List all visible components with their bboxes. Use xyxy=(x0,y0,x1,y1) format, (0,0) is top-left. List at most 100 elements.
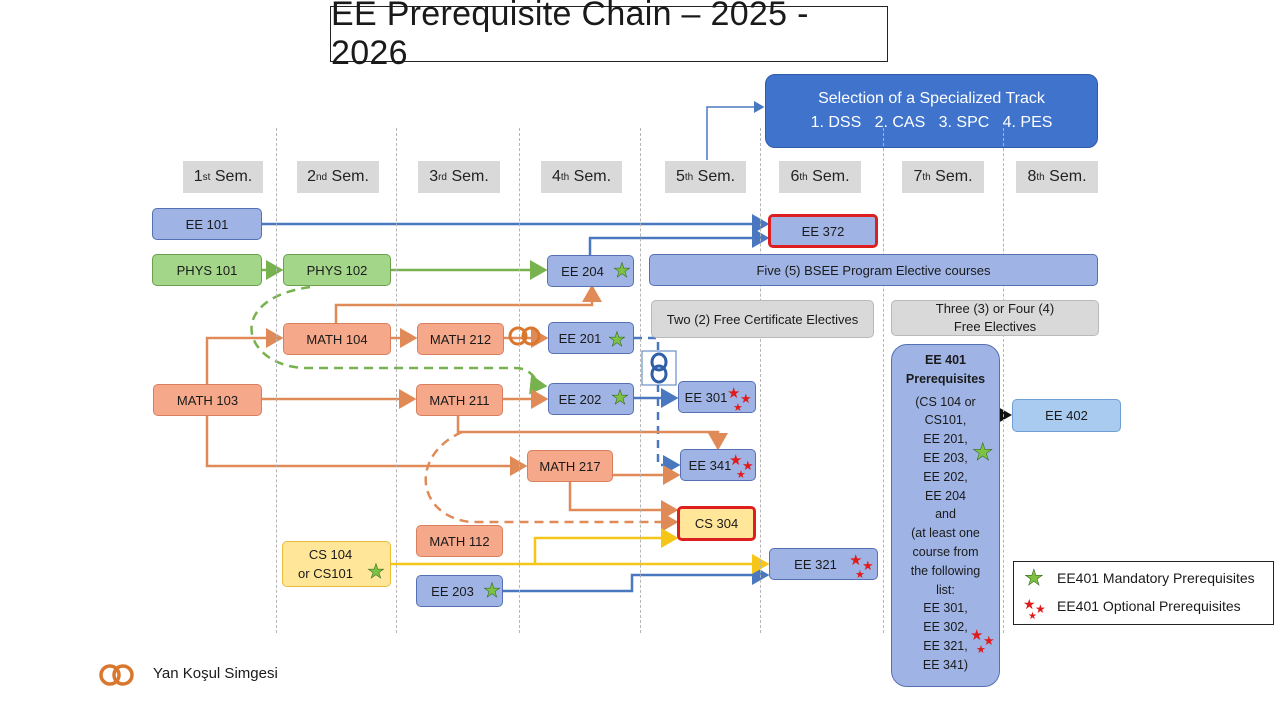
edge-phys102-ee202-dashed xyxy=(250,285,548,395)
free-electives-line2: Free Electives xyxy=(953,319,1037,334)
ee203-label: EE 203 xyxy=(431,583,474,599)
green-star-icon: ★ xyxy=(608,329,626,351)
red-star-icon: ★ xyxy=(1023,596,1036,612)
legend-mandatory-label: EE401 Mandatory Prerequisites xyxy=(1057,570,1255,586)
ee401-line: CS101, xyxy=(924,413,967,428)
red-star-icon: ★ xyxy=(736,469,746,481)
red-star-icon: ★ xyxy=(862,558,874,573)
ee201-label: EE 201 xyxy=(558,330,602,346)
specialized-track-box: Selection of a Specialized Track 1. DSS … xyxy=(765,74,1098,148)
semester-divider xyxy=(276,128,277,633)
edge-math211-ee341 xyxy=(456,416,728,451)
course-ee202[interactable]: EE 202 ★ xyxy=(548,383,634,415)
course-phys101[interactable]: PHYS 101 xyxy=(152,254,262,286)
ee401-line: EE 202, xyxy=(923,469,968,484)
red-star-icon: ★ xyxy=(729,452,743,469)
red-star-icon: ★ xyxy=(727,385,741,402)
ee401-line: EE 301, xyxy=(923,601,968,616)
ee321-label: EE 321 xyxy=(794,556,837,572)
track-options: 1. DSS 2. CAS 3. SPC 4. PES xyxy=(810,114,1053,131)
edge-ee203-ee321 xyxy=(503,565,770,593)
edge-math103-math217 xyxy=(205,416,528,476)
ee401-heading-1: EE 401 xyxy=(924,353,966,367)
red-star-icon: ★ xyxy=(849,552,863,569)
ee401-line: EE 341) xyxy=(922,657,969,672)
red-star-icon: ★ xyxy=(733,402,743,414)
red-star-icon: ★ xyxy=(855,569,865,581)
legend-optional-label: EE401 Optional Prerequisites xyxy=(1057,598,1241,614)
certificate-electives-box[interactable]: Two (2) Free Certificate Electives xyxy=(651,300,874,338)
course-math211[interactable]: MATH 211 xyxy=(416,384,503,416)
course-math112[interactable]: MATH 112 xyxy=(416,525,503,557)
red-star-icon: ★ xyxy=(983,633,995,648)
course-cs104[interactable]: CS 104 or CS101 ★ xyxy=(282,541,391,587)
cs104-label: CS 104 xyxy=(308,547,353,562)
edge-cs104-cs304 xyxy=(533,528,679,564)
green-star-icon: ★ xyxy=(1024,565,1044,590)
semester-divider xyxy=(760,128,761,633)
course-math104[interactable]: MATH 104 xyxy=(283,323,391,355)
course-ee321[interactable]: EE 321 ★ ★ ★ xyxy=(769,548,878,581)
green-star-icon: ★ xyxy=(972,439,994,466)
course-math103[interactable]: MATH 103 xyxy=(153,384,262,416)
course-ee402[interactable]: EE 402 xyxy=(1012,399,1121,432)
red-star-icon: ★ xyxy=(742,458,754,473)
green-star-icon: ★ xyxy=(613,260,631,282)
program-electives-box[interactable]: Five (5) BSEE Program Elective courses xyxy=(649,254,1098,286)
ee401-line: and xyxy=(935,507,956,522)
course-math212[interactable]: MATH 212 xyxy=(417,323,504,355)
ee204-label: EE 204 xyxy=(561,263,604,279)
course-ee372[interactable]: EE 372 xyxy=(768,214,878,248)
red-star-icon: ★ xyxy=(970,627,984,644)
green-star-icon: ★ xyxy=(367,561,385,583)
ee401-line: EE 203, xyxy=(923,450,968,465)
ee301-label: EE 301 xyxy=(684,389,728,405)
course-phys102[interactable]: PHYS 102 xyxy=(283,254,391,286)
course-cs304[interactable]: CS 304 xyxy=(677,506,756,541)
edge-math112-cs304-dashed xyxy=(424,430,679,532)
semester-divider xyxy=(883,128,884,633)
ee401-line: course from xyxy=(912,544,979,559)
corequisite-rings-icon xyxy=(508,326,541,346)
course-ee301[interactable]: EE 301 ★ ★ ★ xyxy=(678,381,756,414)
ee401-line: EE 302, xyxy=(923,620,968,635)
course-ee203[interactable]: EE 203 ★ xyxy=(416,575,503,607)
free-electives-line1: Three (3) or Four (4) xyxy=(935,301,1055,316)
ee202-label: EE 202 xyxy=(558,391,602,407)
free-electives-box[interactable]: Three (3) or Four (4) Free Electives xyxy=(891,300,1099,336)
green-star-icon: ★ xyxy=(611,387,629,409)
edge-ee204-ee372 xyxy=(588,228,770,255)
chain-link-icon xyxy=(641,350,677,386)
course-ee201[interactable]: EE 201 ★ xyxy=(548,322,634,354)
course-ee204[interactable]: EE 204 ★ xyxy=(547,255,634,287)
ee401-line: (CS 104 or xyxy=(915,394,976,409)
semester-divider xyxy=(519,128,520,633)
course-ee101[interactable]: EE 101 xyxy=(152,208,262,240)
red-star-icon: ★ xyxy=(1035,602,1046,616)
ee401-prerequisites-box[interactable]: EE 401 Prerequisites (CS 104 or CS101, E… xyxy=(891,344,1000,687)
course-math217[interactable]: MATH 217 xyxy=(527,450,613,482)
ee401-line: EE 204 xyxy=(924,488,966,503)
ee401-line: (at least one xyxy=(911,526,980,541)
semester-divider xyxy=(640,128,641,633)
ee341-label: EE 341 xyxy=(688,457,732,473)
edge-math104-ee204 xyxy=(334,284,602,323)
page-title: EE Prerequisite Chain – 2025 - 2026 xyxy=(330,0,888,72)
red-star-icon: ★ xyxy=(740,391,752,406)
course-ee341[interactable]: EE 341 ★ ★ ★ xyxy=(680,449,756,481)
ee401-line: list: xyxy=(936,582,955,597)
green-star-icon: ★ xyxy=(483,580,501,602)
red-star-icon: ★ xyxy=(1028,611,1037,622)
red-star-icon: ★ xyxy=(976,644,986,656)
cs101-label: or CS101 xyxy=(298,566,353,581)
track-title: Selection of a Specialized Track xyxy=(818,90,1045,107)
footer-rings-icon xyxy=(99,664,134,686)
ee401-line: the following xyxy=(910,563,981,578)
